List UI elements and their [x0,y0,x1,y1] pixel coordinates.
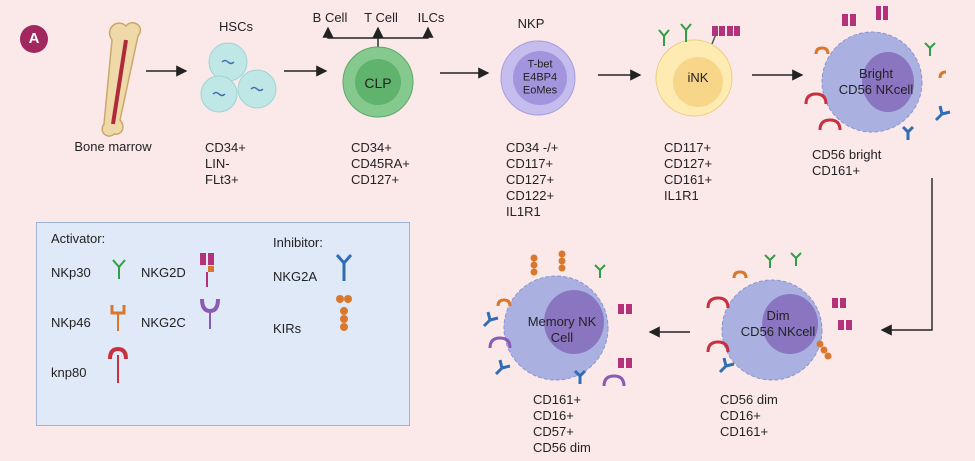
branch-b-cell: B Cell [312,10,348,25]
legend-nkg2c-label: NKG2C [141,315,186,330]
kirs-receptor-icon [336,295,352,331]
arrow-bright-to-dim [880,178,933,336]
clp-cell [342,46,414,118]
legend-nkg2d-label: NKG2D [141,265,186,280]
clp-markers: CD34+ CD45RA+ CD127+ [351,140,410,188]
dim-marker: CD16+ [720,408,761,423]
hscs-marker: FLt3+ [205,172,239,187]
bright-nk-cell [804,6,951,140]
bright-marker: CD56 bright [812,147,882,162]
bright-cell-label: Bright CD56 NKcell [839,66,913,98]
dim-cell-line: CD56 NKcell [740,324,816,339]
nkp-cell-label: T-bet E4BP4 EoMes [523,59,557,98]
memory-marker: CD56 dim [533,440,591,455]
bright-markers: CD56 bright CD161+ [812,147,881,179]
panel-label-badge: A [20,25,48,53]
legend-nkg2a-label: NKG2A [273,269,318,284]
nkp-marker: CD127+ [506,172,555,187]
legend-nkp30-label: NKp30 [51,265,91,280]
branch-t-cell: T Cell [364,10,398,25]
nkp-markers: CD34 -/+ CD117+ CD127+ CD122+ IL1R1 [506,140,558,220]
memory-marker: CD57+ [533,424,574,439]
hsc-cells [200,42,277,113]
memory-marker: CD16+ [533,408,574,423]
legend-activator-title: Activator: [51,231,106,246]
dim-cell-label: Dim CD56 NKcell [741,308,815,340]
memory-nk-cell [482,250,632,387]
bright-cell-line: CD56 NKcell [838,82,914,97]
memory-cell-label: Memory NK Cell [528,314,597,346]
branch-ilcs: ILCs [417,10,445,25]
bright-marker: CD161+ [812,163,861,178]
bright-cell-line: Bright [859,66,893,81]
ink-marker: CD127+ [664,156,713,171]
ink-marker: CD161+ [664,172,713,187]
memory-cell-line: Memory NK [527,314,597,329]
ink-cell [655,23,740,117]
nkp-cell-line: E4BP4 [522,71,558,84]
ink-marker: IL1R1 [664,188,699,203]
nkp-cell-line: T-bet [527,58,553,71]
nkp-cell [500,40,576,116]
hscs-title: HSCs [219,19,253,34]
dim-markers: CD56 dim CD16+ CD161+ [720,392,778,440]
hscs-marker: LIN- [205,156,230,171]
nkp-marker: CD117+ [506,156,554,171]
nkp-title: NKP [517,16,545,31]
nkp30-receptor-icon [112,259,126,279]
nkg2a-receptor-icon [335,254,353,281]
flow-arrows [146,26,933,338]
bone-marrow-icon [101,22,142,137]
nkp-marker: IL1R1 [506,204,541,219]
clp-marker: CD127+ [351,172,400,187]
legend-knp80-label: knp80 [51,365,87,380]
legend-nkp46-label: NKp46 [51,315,91,330]
nkp46-receptor-icon [110,305,126,331]
legend-box: Activator: Inhibitor: NKp30 NKG2D NKG2A … [36,222,410,426]
ink-cell-label: iNK [687,70,709,85]
legend-inhibitor-title: Inhibitor: [273,235,323,250]
memory-markers: CD161+ CD16+ CD57+ CD56 dim [533,392,591,456]
hscs-marker: CD34+ [205,140,246,155]
clp-marker: CD34+ [351,140,392,155]
knp80-receptor-icon [108,347,128,383]
dim-nk-cell [706,252,852,381]
legend-kirs-label: KIRs [273,321,302,336]
clp-marker: CD45RA+ [351,156,410,171]
nkp-cell-line: EoMes [522,84,558,97]
clp-cell-label: CLP [364,75,392,91]
ink-markers: CD117+ CD127+ CD161+ IL1R1 [664,140,712,204]
ink-marker: CD117+ [664,140,712,155]
hscs-markers: CD34+ LIN- FLt3+ [205,140,246,188]
nkp-marker: CD122+ [506,188,555,203]
memory-marker: CD161+ [533,392,582,407]
dim-marker: CD161+ [720,424,769,439]
nkp-marker: CD34 -/+ [506,140,559,155]
dim-cell-line: Dim [766,308,790,323]
dim-marker: CD56 dim [720,392,778,407]
memory-cell-line: Cell [550,330,574,345]
bone-marrow-label: Bone marrow [74,139,152,154]
nkg2c-receptor-icon [200,298,220,329]
nkg2d-receptor-icon [200,253,214,287]
